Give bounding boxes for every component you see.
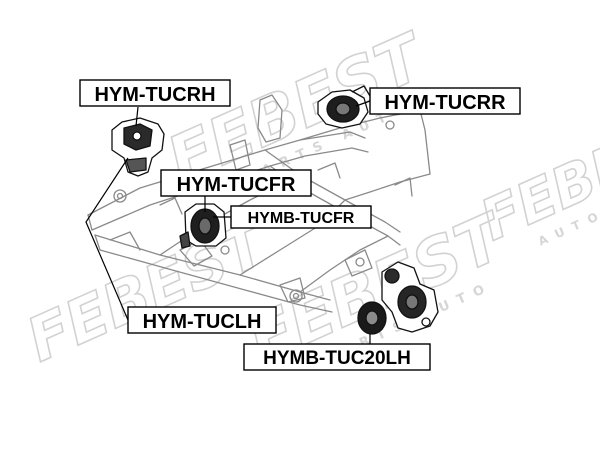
label-box-hym-tucrh: HYM-TUCRH (79, 79, 231, 107)
leader-hym-tucrh (135, 106, 139, 127)
label-box-hym-tucrr: HYM-TUCRR (369, 87, 521, 115)
subframe-drawing (87, 94, 431, 313)
label-box-hym-tucfr: HYM-TUCFR (160, 169, 312, 197)
mount-part-lh (357, 261, 439, 335)
leader-hym-tucrr (355, 100, 371, 107)
label-hym-tucrr: HYM-TUCRR (384, 92, 506, 114)
label-box-hymb-tuc20lh: HYMB-TUC20LH (243, 343, 431, 371)
mount-part-rr (317, 85, 371, 129)
label-hym-tuclh: HYM-TUCLH (143, 311, 262, 333)
label-hymb-tuc20lh: HYMB-TUC20LH (263, 348, 411, 369)
label-hymb-tucfr: HYMB-TUCFR (248, 210, 355, 227)
label-box-hym-tuclh: HYM-TUCLH (127, 306, 277, 334)
mount-part-fr (179, 203, 227, 249)
leader-lines (85, 100, 371, 344)
label-hym-tucrh: HYM-TUCRH (94, 84, 215, 106)
label-box-hymb-tucfr: HYMB-TUCFR (230, 205, 372, 229)
watermark-brand-left: FEBEST (17, 208, 280, 376)
label-hym-tucfr: HYM-TUCFR (177, 174, 296, 196)
leader-hym-tuclh (85, 157, 129, 321)
mount-part-rh (111, 117, 165, 177)
